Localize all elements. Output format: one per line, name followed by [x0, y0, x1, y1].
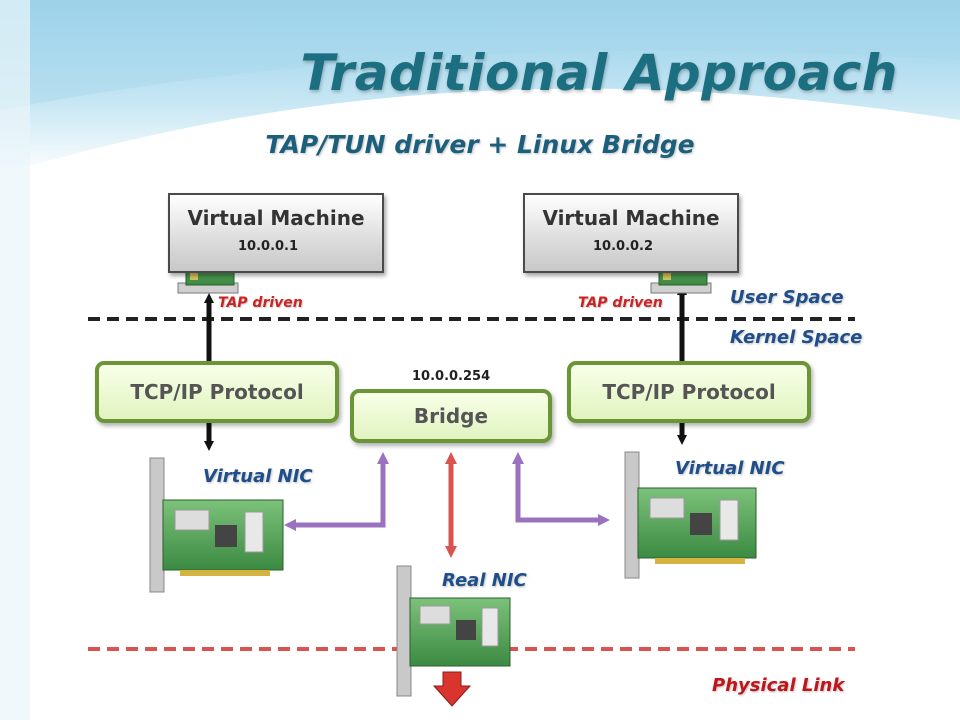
real-nic-label: Real NIC: [442, 570, 527, 591]
bridge-left-nic-arrow: [284, 452, 389, 531]
virtual-machine-left: Virtual Machine 10.0.0.1: [168, 193, 384, 273]
virtual-nic-left-label: Virtual NIC: [203, 466, 313, 487]
vm-left-ip: 10.0.0.1: [238, 239, 299, 254]
bridge-box: Bridge: [350, 389, 552, 443]
vm-left-title: Virtual Machine: [187, 206, 365, 230]
virtual-nic-right-label: Virtual NIC: [675, 458, 785, 479]
physical-link-label: Physical Link: [712, 675, 845, 696]
tap-driven-right-label: TAP driven: [578, 295, 663, 311]
real-nic-icon: [396, 565, 511, 697]
vm-right-ip: 10.0.0.2: [593, 239, 654, 254]
bridge-label: Bridge: [413, 404, 489, 428]
page-title: Traditional Approach: [300, 44, 898, 102]
tcp-ip-protocol-left: TCP/IP Protocol: [95, 361, 339, 423]
vm-right-title: Virtual Machine: [542, 206, 720, 230]
tcp-ip-right-label: TCP/IP Protocol: [602, 380, 776, 404]
bridge-right-nic-arrow: [512, 452, 610, 526]
page-subtitle: TAP/TUN driver + Linux Bridge: [265, 130, 695, 159]
user-space-label: User Space: [730, 287, 844, 308]
bridge-ip: 10.0.0.254: [412, 369, 491, 384]
virtual-machine-right: Virtual Machine 10.0.0.2: [523, 193, 739, 273]
down-arrow-icon: [432, 671, 472, 707]
tap-driven-left-label: TAP driven: [218, 295, 303, 311]
right-virtual-nic-icon: [624, 451, 757, 579]
kernel-space-label: Kernel Space: [730, 327, 863, 348]
left-virtual-nic-icon: [149, 457, 284, 593]
tcp-ip-left-label: TCP/IP Protocol: [130, 380, 304, 404]
tcp-ip-protocol-right: TCP/IP Protocol: [567, 361, 811, 423]
